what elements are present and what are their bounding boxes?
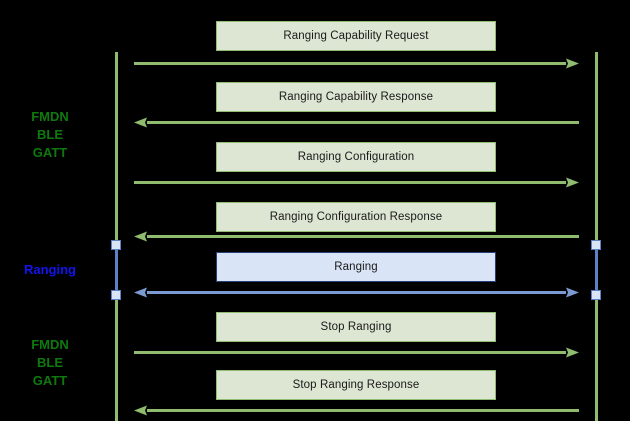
- message-box-stop-ranging: Stop Ranging: [216, 312, 496, 342]
- message-label-ranging-configuration-response: Ranging Configuration Response: [269, 211, 443, 223]
- phase-label-line: Ranging: [24, 262, 76, 277]
- initiator-lifeline-lower: [115, 295, 118, 421]
- responder-lifeline-lower: [595, 295, 598, 421]
- message-arrow-ranging-configuration-response: [134, 231, 579, 242]
- message-arrow-ranging: [134, 287, 579, 298]
- message-label-ranging-configuration: Ranging Configuration: [297, 151, 415, 163]
- phase-label-phase-fmdn-top: FMDN BLE GATT: [0, 108, 100, 162]
- phase-label-line: GATT: [32, 145, 68, 160]
- phase-label-line: GATT: [32, 373, 68, 388]
- initiator-lifeline-ranging-segment: [115, 245, 118, 295]
- message-arrow-stop-ranging: [134, 347, 579, 358]
- message-label-ranging-capability-response: Ranging Capability Response: [278, 91, 434, 103]
- message-arrow-stop-ranging-response: [134, 405, 579, 416]
- message-label-stop-ranging: Stop Ranging: [320, 321, 392, 333]
- message-box-ranging-configuration: Ranging Configuration: [216, 142, 496, 172]
- message-box-stop-ranging-response: Stop Ranging Response: [216, 370, 496, 400]
- message-label-ranging-capability-request: Ranging Capability Request: [283, 30, 429, 42]
- phase-label-line: BLE: [37, 355, 63, 370]
- initiator-lifeline-upper: [115, 52, 118, 245]
- message-label-stop-ranging-response: Stop Ranging Response: [292, 379, 420, 391]
- message-box-ranging-capability-request: Ranging Capability Request: [216, 21, 496, 51]
- phase-label-line: BLE: [37, 127, 63, 142]
- responder-lifeline-upper: [595, 52, 598, 245]
- ranging-start-right-marker: [591, 240, 601, 250]
- message-box-ranging-capability-response: Ranging Capability Response: [216, 82, 496, 112]
- message-label-ranging: Ranging: [334, 261, 378, 273]
- message-arrow-ranging-capability-request: [134, 58, 579, 69]
- ranging-start-left-marker: [111, 240, 121, 250]
- phase-label-line: FMDN: [31, 337, 69, 352]
- message-box-ranging: Ranging: [216, 252, 496, 282]
- message-box-ranging-configuration-response: Ranging Configuration Response: [216, 202, 496, 232]
- responder-lifeline-ranging-segment: [595, 245, 598, 295]
- ranging-end-left-marker: [111, 290, 121, 300]
- message-arrow-ranging-configuration: [134, 177, 579, 188]
- message-arrow-ranging-capability-response: [134, 117, 579, 128]
- phase-label-line: FMDN: [31, 109, 69, 124]
- phase-label-phase-fmdn-bottom: FMDN BLE GATT: [0, 336, 100, 390]
- phase-label-phase-ranging: Ranging: [0, 261, 100, 279]
- ranging-end-right-marker: [591, 290, 601, 300]
